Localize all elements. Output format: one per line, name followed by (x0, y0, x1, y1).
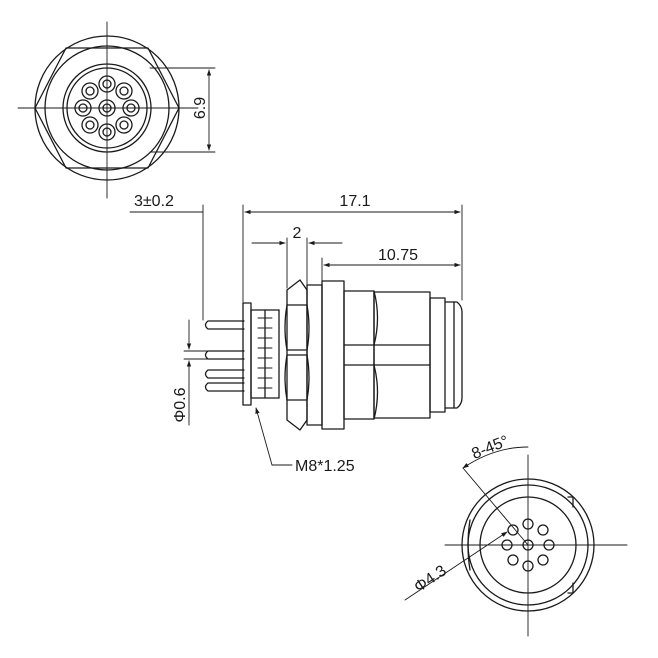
pin-diameter-label: Φ0.6 (172, 387, 189, 422)
front-pin-holes (74, 75, 140, 141)
pin-length-label: 3±0.2 (134, 193, 174, 210)
overall-length-dimension (242, 204, 463, 303)
pin-diameter-dimension (183, 319, 209, 426)
mating-face-view: 8-45° Φ4.3 (404, 433, 628, 637)
pins (204, 320, 245, 392)
coding-key-bottom (567, 582, 574, 594)
insert-circle-outer (62, 63, 152, 153)
front-face-view: 6.9 (17, 21, 216, 199)
mating-insert-circle (479, 496, 577, 594)
pin-length-dimension (129, 204, 204, 321)
thread-label: M8*1.25 (295, 458, 355, 475)
hex-nut-side (284, 279, 310, 431)
thread-leader (255, 407, 293, 466)
pitch-circle-label: Φ4.3 (411, 562, 450, 596)
height-dimension (149, 67, 216, 153)
overall-length-label: 17.1 (339, 193, 370, 210)
mating-pin-holes (501, 518, 555, 572)
body-length-dimension (321, 257, 461, 284)
body-length-label: 10.75 (378, 247, 418, 264)
flange (306, 280, 345, 430)
pitch-circle-dimension (404, 531, 508, 601)
angle-dimension (462, 446, 529, 546)
body-barrel (343, 290, 463, 420)
threaded-section (242, 302, 280, 406)
side-view: 3±0.2 17.1 2 10.75 Φ0.6 (129, 193, 463, 475)
hex-nut-outline (34, 47, 180, 169)
gap-label: 2 (293, 225, 302, 242)
gap-dimension (251, 237, 343, 289)
height-dimension-label: 6.9 (192, 97, 209, 119)
mating-outer-circle (461, 478, 595, 612)
coding-key-left (467, 519, 471, 571)
angle-label: 8-45° (469, 433, 511, 463)
coding-key-top (567, 496, 574, 508)
body-circle (44, 45, 170, 171)
insert-circle-inner (66, 67, 148, 149)
